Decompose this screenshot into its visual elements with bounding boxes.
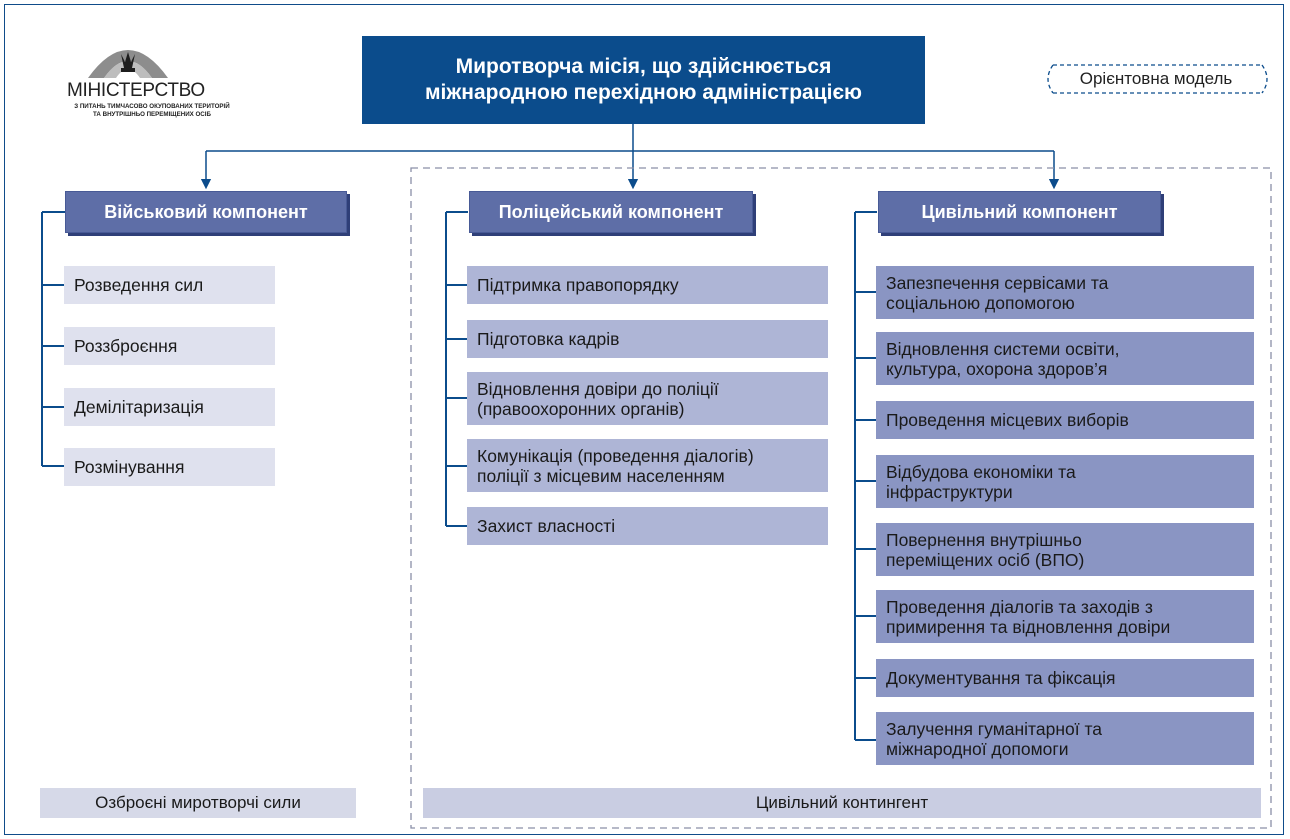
- mission-title-line1: Миротворча місія, що здійснюється: [455, 55, 832, 78]
- civil-contingent-region: [410, 167, 1272, 829]
- model-badge: Орієнтовна модель: [1040, 64, 1272, 94]
- civil-contingent-bar: Цивільний контингент: [423, 788, 1261, 818]
- mission-title-line2: міжнародною перехідною адміністрацією: [425, 81, 862, 104]
- civil-item-elections: Проведення місцевих виборів: [876, 401, 1254, 439]
- diagram-frame: [4, 4, 1284, 835]
- civil-item-documentation: Документування та фіксація: [876, 659, 1254, 697]
- police-component-header: Поліцейський компонент: [469, 191, 753, 233]
- logo-ministry-title: МІНІСТЕРСТВО: [67, 80, 205, 101]
- military-item-demining: Розмінування: [64, 448, 275, 486]
- military-item-separation: Розведення сил: [64, 266, 275, 304]
- civil-item-education: Відновлення системи освіти,культура, охо…: [876, 332, 1254, 385]
- military-item-demilitarization: Демілітаризація: [64, 388, 275, 426]
- police-item-property: Захист власності: [467, 507, 828, 545]
- ministry-logo-emblem: [88, 50, 168, 78]
- police-item-training: Підготовка кадрів: [467, 320, 828, 358]
- armed-peacekeeping-forces-bar: Озброєні миротворчі сили: [40, 788, 356, 818]
- civil-component-header: Цивільний компонент: [878, 191, 1161, 233]
- mission-title-box: Миротворча місія, що здійснюється міжнар…: [362, 36, 925, 124]
- model-badge-label: Орієнтовна модель: [1075, 69, 1237, 89]
- logo-ministry-subtitle: З ПИТАНЬ ТИМЧАСОВО ОКУПОВАНИХ ТЕРИТОРІЙ …: [74, 103, 230, 118]
- military-component-header: Військовий компонент: [65, 191, 347, 233]
- police-item-trust: Відновлення довіри до поліції(правоохоро…: [467, 372, 828, 425]
- police-item-communication: Комунікація (проведення діалогів)поліції…: [467, 439, 828, 492]
- police-item-law-order: Підтримка правопорядку: [467, 266, 828, 304]
- military-item-disarmament: Роззброєння: [64, 327, 275, 365]
